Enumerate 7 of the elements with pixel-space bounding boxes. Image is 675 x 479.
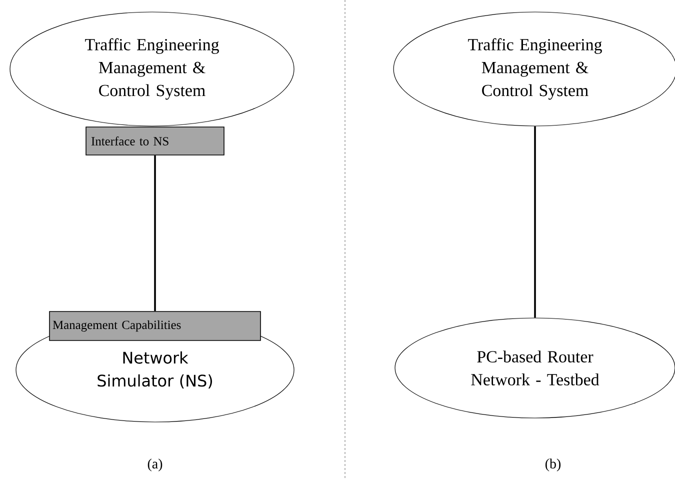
ellipse-node: Traffic Engineering Management & Control System (10, 12, 294, 126)
connector-line (534, 126, 536, 318)
connector-line (154, 155, 156, 312)
panel-label: (a) (148, 458, 162, 472)
label-box: Interface to NS (86, 126, 224, 156)
panel-label: (b) (545, 458, 561, 472)
label-box: Management Capabilities (49, 311, 261, 341)
